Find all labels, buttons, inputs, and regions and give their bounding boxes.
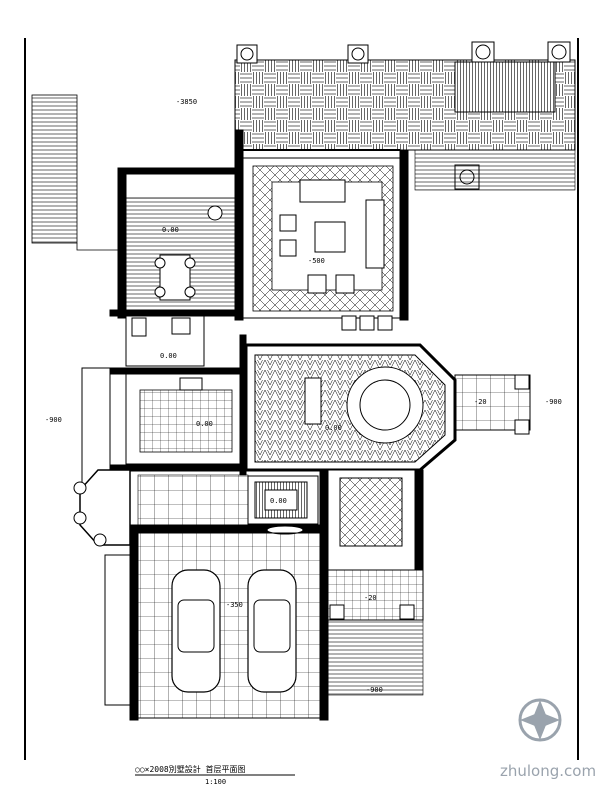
main-hall: 0.00 bbox=[244, 343, 457, 472]
dining-elevation: 0.00 bbox=[162, 226, 179, 234]
top-terrace bbox=[234, 41, 576, 191]
left-yard-elevation: -900 bbox=[45, 416, 62, 424]
hall-elevation: 0.00 bbox=[325, 424, 342, 432]
front-porch-elevation: -20 bbox=[364, 594, 377, 602]
drawing-scale: 1:100 bbox=[205, 778, 226, 786]
bath-elevation: 0.00 bbox=[160, 352, 177, 360]
side-porch-elevation: -20 bbox=[474, 398, 487, 406]
living-elevation: -500 bbox=[308, 257, 325, 265]
stair-elevation: 0.00 bbox=[270, 497, 287, 505]
living-room: -500 bbox=[242, 157, 401, 331]
title-block: ○○×2008別墅設計 首层平面图 1:100 bbox=[135, 764, 295, 786]
left-exterior-stair bbox=[31, 94, 120, 251]
right-yard-elevation: -900 bbox=[545, 398, 562, 406]
zhulong-logo bbox=[518, 698, 562, 742]
watermark-text: zhulong.com bbox=[500, 762, 596, 780]
garage-elevation: -350 bbox=[226, 601, 243, 609]
left-entry-bay: -900 bbox=[45, 367, 249, 547]
side-porch: -20 -900 bbox=[454, 374, 562, 435]
garage: -350 bbox=[104, 532, 321, 719]
stair-hall: 0.00 bbox=[247, 475, 319, 535]
front-room: -20 -900 bbox=[327, 469, 424, 696]
kitchen-elevation: 0.00 bbox=[196, 420, 213, 428]
top-yard-elevation: -3850 bbox=[176, 98, 197, 106]
bottom-yard-elevation: -900 bbox=[366, 686, 383, 694]
bathroom: 0.00 bbox=[125, 315, 205, 367]
kitchen: 0.00 bbox=[125, 373, 241, 465]
drawing-title: ○○×2008別墅設計 首层平面图 bbox=[135, 764, 246, 774]
dining-room: 0.00 bbox=[125, 197, 239, 311]
